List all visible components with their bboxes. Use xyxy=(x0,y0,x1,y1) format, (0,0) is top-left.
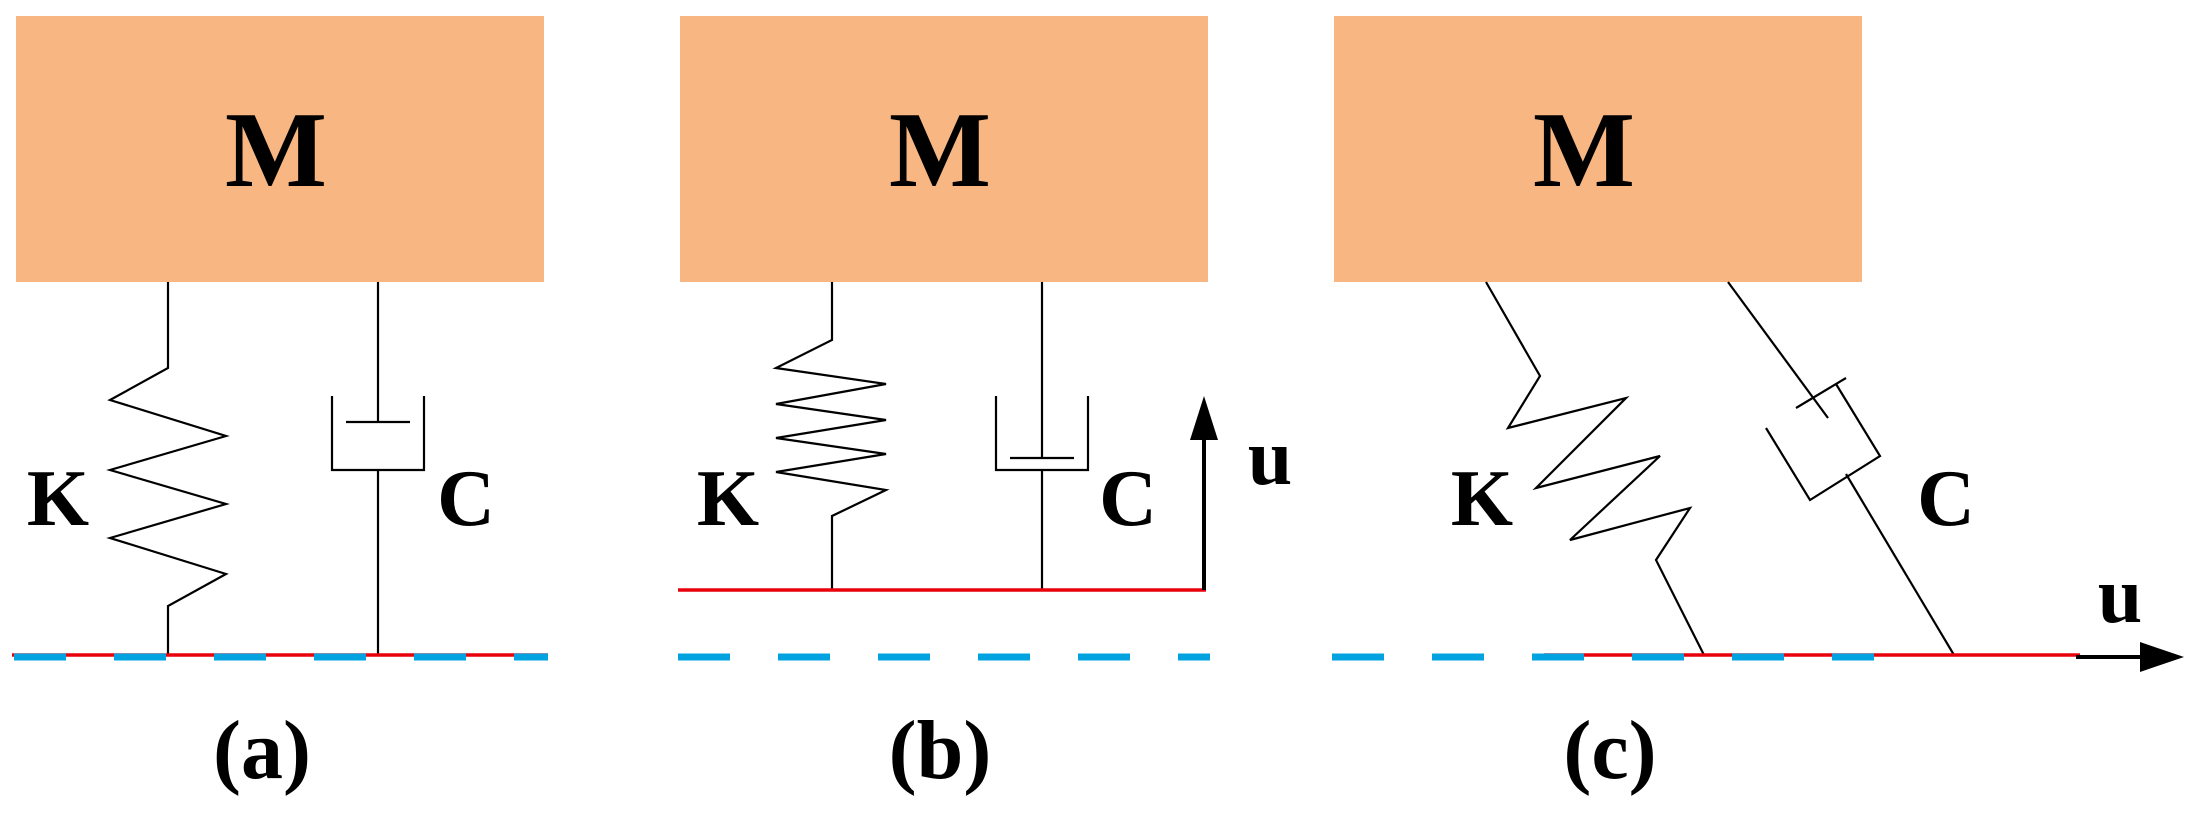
damper-label-a: C xyxy=(437,455,495,543)
damper-b xyxy=(994,282,1090,590)
panel-caption-c: (c) xyxy=(1563,704,1656,797)
mass-block-b xyxy=(680,16,1208,282)
damper-a xyxy=(330,282,426,655)
mass-label-b: M xyxy=(889,91,991,210)
damper-c xyxy=(1727,281,1955,656)
spring-a xyxy=(106,282,230,655)
motion-arrow-up-icon xyxy=(1190,396,1218,590)
panel-a: M K C (a) xyxy=(12,16,548,797)
spring-c xyxy=(1485,281,1705,656)
panel-b: M u K C (b) xyxy=(678,16,1292,797)
panel-caption-b: (b) xyxy=(889,704,992,797)
motion-arrow-right-icon xyxy=(2076,642,2184,672)
spring-label-a: K xyxy=(27,455,89,543)
spring-label-b: K xyxy=(697,455,759,543)
panel-caption-a: (a) xyxy=(213,704,311,797)
mass-label-c: M xyxy=(1533,91,1635,210)
panel-c: M u K C (c) xyxy=(1332,16,2184,797)
mass-block-c xyxy=(1334,16,1862,282)
spring-b xyxy=(772,282,890,590)
damper-label-c: C xyxy=(1917,455,1975,543)
spring-label-c: K xyxy=(1451,455,1513,543)
damper-label-b: C xyxy=(1099,455,1157,543)
motion-label-c: u xyxy=(2098,552,2143,640)
mass-block-a xyxy=(16,16,544,282)
mass-label-a: M xyxy=(225,91,327,210)
motion-label-b: u xyxy=(1248,414,1293,502)
